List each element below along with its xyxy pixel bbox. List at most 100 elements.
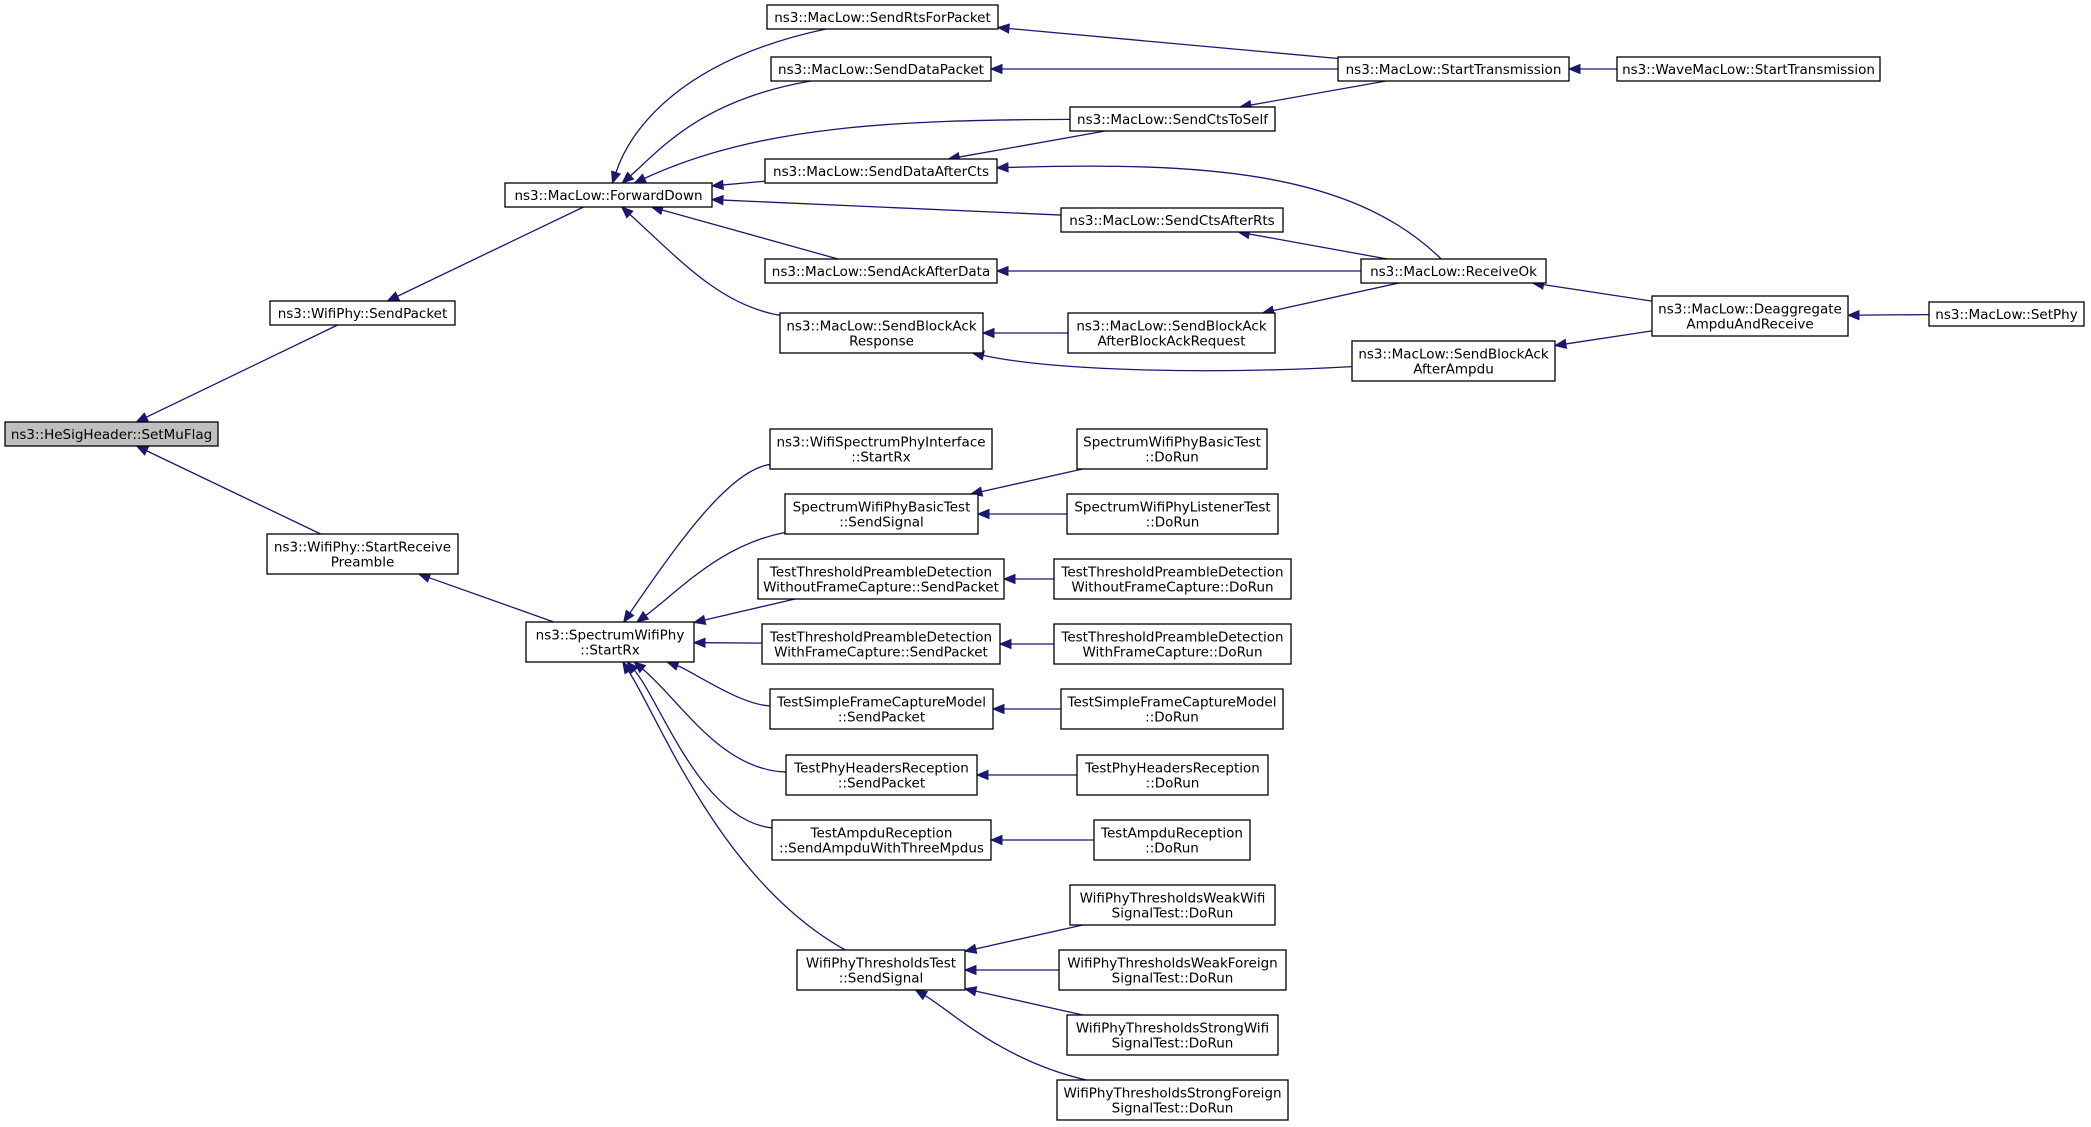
- node-box[interactable]: [1351, 340, 1556, 382]
- node-tsfcmsend[interactable]: TestSimpleFrameCaptureModel::SendPacket: [769, 688, 994, 730]
- node-receiveok[interactable]: ns3::MacLow::ReceiveOk: [1360, 258, 1547, 284]
- node-box[interactable]: [779, 312, 984, 354]
- node-label: ns3::MacLow::SendAckAfterData: [772, 264, 990, 280]
- node-basictestsendsignal[interactable]: SpectrumWifiPhyBasicTest::SendSignal: [784, 493, 979, 535]
- node-starttransmission[interactable]: ns3::MacLow::StartTransmission: [1337, 56, 1570, 82]
- node-strongforeigndorun[interactable]: WifiPhyThresholdsStrongForeignSignalTest…: [1056, 1079, 1289, 1121]
- node-tpdwofcdorun[interactable]: TestThresholdPreambleDetectionWithoutFra…: [1053, 558, 1292, 600]
- node-wptsendsignal[interactable]: WifiPhyThresholdsTest::SendSignal: [796, 949, 966, 991]
- node-weakforeigndorun[interactable]: WifiPhyThresholdsWeakForeignSignalTest::…: [1058, 949, 1287, 991]
- node-tpdwfcsend[interactable]: TestThresholdPreambleDetectionWithFrameC…: [761, 623, 1001, 665]
- node-box[interactable]: [269, 300, 456, 326]
- node-weakwifidorun[interactable]: WifiPhyThresholdsWeakWifiSignalTest::DoR…: [1069, 884, 1276, 926]
- node-strongwifidorun[interactable]: WifiPhyThresholdsStrongWifiSignalTest::D…: [1066, 1014, 1279, 1056]
- node-wavestarttransmission[interactable]: ns3::WaveMacLow::StartTransmission: [1616, 56, 1881, 82]
- node-box[interactable]: [785, 754, 978, 796]
- node-box[interactable]: [784, 493, 979, 535]
- node-box[interactable]: [1053, 558, 1292, 600]
- node-box[interactable]: [769, 428, 993, 470]
- arrowhead-icon: [1567, 63, 1581, 75]
- node-box[interactable]: [1651, 295, 1849, 337]
- node-box[interactable]: [1360, 258, 1547, 284]
- node-senddatapacket[interactable]: ns3::MacLow::SendDataPacket: [770, 56, 992, 82]
- node-sendrtsforpacket[interactable]: ns3::MacLow::SendRtsForPacket: [766, 4, 999, 30]
- arrowhead-icon: [963, 964, 977, 976]
- node-tsfcmdorun[interactable]: TestSimpleFrameCaptureModel::DoRun: [1060, 688, 1284, 730]
- root-node-box[interactable]: [4, 421, 219, 447]
- edge-line: [983, 354, 1353, 372]
- node-box[interactable]: [266, 533, 459, 575]
- edge-line: [644, 118, 1071, 179]
- node-box[interactable]: [1066, 1014, 1279, 1056]
- node-tphrsend[interactable]: TestPhyHeadersReception::SendPacket: [785, 754, 978, 796]
- node-label: ::SendPacket: [838, 776, 925, 792]
- arrowhead-icon: [991, 703, 1005, 715]
- node-box[interactable]: [761, 623, 1001, 665]
- node-label: WifiPhyThresholdsStrongWifi: [1076, 1021, 1269, 1037]
- node-setmuflag[interactable]: ns3::HeSigHeader::SetMuFlag: [4, 421, 219, 447]
- node-box[interactable]: [1060, 207, 1284, 233]
- node-box[interactable]: [1069, 106, 1276, 132]
- edge-basictestdorun-to-basictestsendsignal: [969, 468, 1083, 497]
- node-basictestdorun[interactable]: SpectrumWifiPhyBasicTest::DoRun: [1076, 428, 1268, 470]
- edge-line: [629, 213, 781, 317]
- node-box[interactable]: [770, 56, 992, 82]
- node-box[interactable]: [1053, 623, 1292, 665]
- node-box[interactable]: [766, 4, 999, 30]
- node-ifacestartrx[interactable]: ns3::WifiSpectrumPhyInterface::StartRx: [769, 428, 993, 470]
- node-box[interactable]: [1076, 428, 1268, 470]
- edge-wptsendsignal-to-spectrumstartrx: [622, 660, 846, 951]
- node-forwarddown[interactable]: ns3::MacLow::ForwardDown: [504, 182, 713, 208]
- node-box[interactable]: [1337, 56, 1570, 82]
- node-box[interactable]: [771, 819, 992, 861]
- node-box[interactable]: [1060, 688, 1284, 730]
- edge-sendctsafterrts-to-forwarddown: [710, 194, 1062, 216]
- node-listenerdorun[interactable]: SpectrumWifiPhyListenerTest::DoRun: [1066, 493, 1279, 535]
- edge-tamsend-to-spectrumstartrx: [626, 660, 773, 829]
- node-sendpacket[interactable]: ns3::WifiPhy::SendPacket: [269, 300, 456, 326]
- node-box[interactable]: [1069, 884, 1276, 926]
- node-tamsend[interactable]: TestAmpduReception::SendAmpduWithThreeMp…: [771, 819, 992, 861]
- edge-line: [1543, 284, 1653, 302]
- node-box[interactable]: [757, 558, 1005, 600]
- node-label: SignalTest::DoRun: [1112, 971, 1234, 987]
- node-tpdwfcdorun[interactable]: TestThresholdPreambleDetectionWithFrameC…: [1053, 623, 1292, 665]
- node-box[interactable]: [1058, 949, 1287, 991]
- node-box[interactable]: [1616, 56, 1881, 82]
- node-box[interactable]: [504, 182, 713, 208]
- node-label: ns3::MacLow::ForwardDown: [514, 188, 702, 204]
- node-box[interactable]: [1093, 819, 1251, 861]
- edge-basictestsendsignal-to-spectrumstartrx: [635, 531, 786, 623]
- edge-starttransmission-to-sendctstoself: [1238, 80, 1387, 111]
- node-sendackafterdata[interactable]: ns3::MacLow::SendAckAfterData: [764, 258, 998, 284]
- arrowhead-icon: [981, 327, 995, 339]
- edge-sendctstoself-to-senddataaftercts: [946, 130, 1106, 163]
- node-tphrdorun[interactable]: TestPhyHeadersReception::DoRun: [1076, 754, 1269, 796]
- node-box[interactable]: [1928, 301, 2085, 327]
- node-tamdorun[interactable]: TestAmpduReception::DoRun: [1093, 819, 1251, 861]
- node-label: ns3::MacLow::SendRtsForPacket: [774, 10, 991, 26]
- node-sendblockackafterbar[interactable]: ns3::MacLow::SendBlockAckAfterBlockAckRe…: [1067, 312, 1276, 354]
- node-sendctstoself[interactable]: ns3::MacLow::SendCtsToSelf: [1069, 106, 1276, 132]
- node-box[interactable]: [1056, 1079, 1289, 1121]
- node-box[interactable]: [764, 258, 998, 284]
- node-box[interactable]: [764, 158, 998, 184]
- node-sendctsafterrts[interactable]: ns3::MacLow::SendCtsAfterRts: [1060, 207, 1284, 233]
- node-label: ::SendAmpduWithThreeMpdus: [779, 841, 984, 857]
- node-box[interactable]: [525, 621, 695, 663]
- node-box[interactable]: [1067, 312, 1276, 354]
- edge-sendrtsforpacket-to-forwarddown: [611, 28, 827, 185]
- node-box[interactable]: [796, 949, 966, 991]
- node-box[interactable]: [769, 688, 994, 730]
- node-senddataaftercts[interactable]: ns3::MacLow::SendDataAfterCts: [764, 158, 998, 184]
- node-tpdwofcsend[interactable]: TestThresholdPreambleDetectionWithoutFra…: [757, 558, 1005, 600]
- node-spectrumstartrx[interactable]: ns3::SpectrumWifiPhy::StartRx: [525, 621, 695, 663]
- node-box[interactable]: [1066, 493, 1279, 535]
- edge-strongforeigndorun-to-wptsendsignal: [914, 989, 1087, 1081]
- node-setphy[interactable]: ns3::MacLow::SetPhy: [1928, 301, 2085, 327]
- node-box[interactable]: [1076, 754, 1269, 796]
